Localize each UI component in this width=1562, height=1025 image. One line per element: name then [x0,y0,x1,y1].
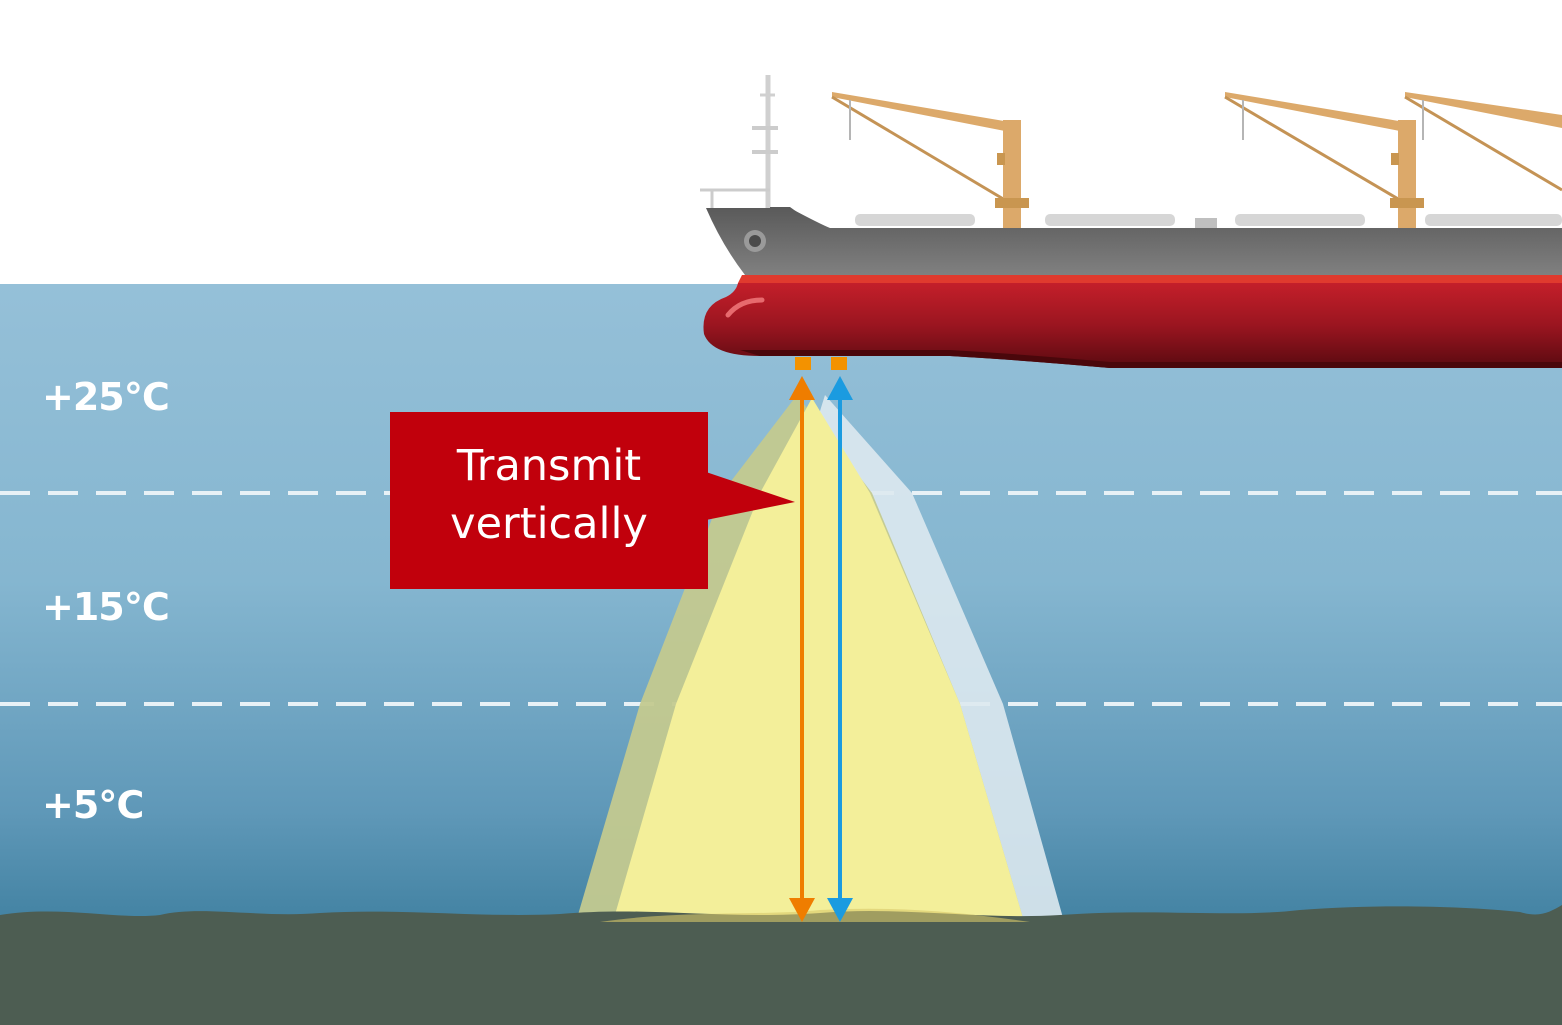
crane-icon [1224,92,1424,238]
beam-footprint [600,908,1030,922]
callout [390,412,795,589]
seabed [0,905,1562,1025]
callout-line-1: Transmit [456,441,642,491]
callout-text: Transmit vertically [390,437,708,553]
callout-line-2: vertically [450,499,648,549]
receive-arrow [827,376,853,922]
transducer-transmit-icon [795,357,811,370]
crane-icon [1404,92,1562,192]
transducer-receive-icon [831,357,847,370]
layer-label-5: +5℃ [42,783,144,827]
ship-icon [700,75,1562,368]
layer-label-15: +15℃ [42,585,170,629]
transmit-arrow [789,376,815,922]
overlap-beam [612,398,1025,925]
layer-label-25: +25℃ [42,375,170,419]
crane-icon [831,92,1029,238]
